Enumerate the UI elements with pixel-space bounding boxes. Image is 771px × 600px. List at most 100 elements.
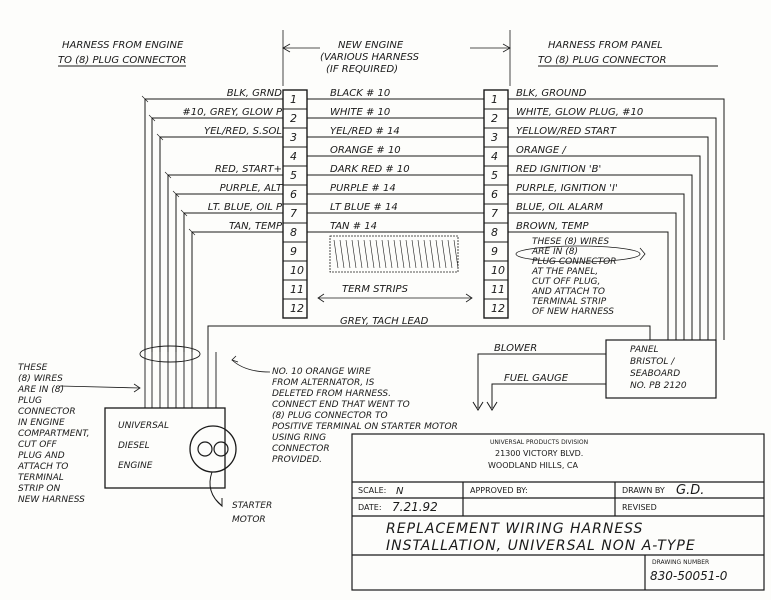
left-wire-label: LT. BLUE, OIL P	[208, 202, 283, 213]
terminal-number-left: 2	[290, 112, 297, 125]
right-wire-label: ORANGE /	[516, 145, 567, 156]
right-note-line: THESE (8) WIRES	[532, 237, 609, 247]
left-wire-corner	[156, 133, 164, 141]
term-strip-hatch	[429, 239, 435, 269]
middle-wire-label: LT BLUE # 14	[330, 202, 398, 213]
term-strip-hatch	[453, 239, 459, 269]
term-strips-label: TERM STRIPS	[342, 284, 409, 295]
panel-label-line: PANEL	[630, 345, 659, 355]
grey-tach-label: GREY, TACH LEAD	[340, 316, 429, 327]
right-wire-label: RED IGNITION 'B'	[516, 164, 601, 175]
terminal-number-left: 9	[290, 245, 297, 258]
scale-label: SCALE:	[358, 486, 386, 495]
terminal-number-left: 7	[290, 207, 297, 220]
terminal-number-left: 1	[290, 93, 297, 106]
left-wire-label: YEL/RED, S.SOL	[204, 126, 282, 137]
terminal-number-right: 5	[491, 169, 498, 182]
terminal-number-left: 6	[290, 188, 297, 201]
alternator-note-line: PROVIDED.	[272, 455, 322, 465]
left-wire-run	[191, 231, 283, 352]
right-wire-run	[508, 98, 725, 340]
left-note-line: NEW HARNESS	[18, 495, 85, 505]
header-middle: NEW ENGINE (VARIOUS HARNESS (IF REQUIRED…	[320, 40, 420, 75]
term-strip-hatch	[399, 239, 405, 269]
alternator-note-line: POSITIVE TERMINAL ON STARTER MOTOR	[272, 422, 458, 432]
terminal-number-right: 7	[491, 207, 498, 220]
alternator-note-line: CONNECT END THAT WENT TO	[272, 400, 410, 410]
company-small: UNIVERSAL PRODUCTS DIVISION	[490, 439, 588, 446]
header-left-line-2: TO (8) PLUG CONNECTOR	[58, 55, 186, 66]
left-note-line: ARE IN (8)	[17, 385, 64, 395]
wire-runs	[141, 95, 725, 352]
middle-wire-label: YEL/RED # 14	[330, 126, 400, 137]
terminal-number-right: 12	[491, 302, 505, 315]
engine-box	[104, 407, 226, 489]
fuel-gauge-wire: FUEL GAUGE	[486, 373, 606, 411]
terminal-number-right: 11	[491, 283, 505, 296]
scale-value: N	[396, 486, 404, 497]
middle-wire-label: TAN # 14	[330, 221, 377, 232]
panel-label-line: BRISTOL /	[630, 357, 675, 367]
right-note-line: AND ATTACH TO	[531, 287, 605, 297]
right-wire-run	[508, 136, 709, 340]
alternator-note-line: USING RING	[272, 433, 326, 443]
alternator-note-line: DELETED FROM HARNESS.	[272, 389, 391, 399]
starter-label-line: MOTOR	[232, 515, 266, 525]
terminal-strip-dividers	[283, 108, 508, 300]
term-strip-hatch	[393, 239, 399, 269]
left-note-line: PLUG	[18, 396, 42, 406]
drawn-by-label: DRAWN BY	[622, 486, 665, 495]
terminal-number-right: 2	[491, 112, 498, 125]
header-left-line-1: HARNESS FROM ENGINE	[62, 40, 184, 51]
right-note-line: ARE IN (8)	[531, 247, 578, 257]
term-strip-hatch	[345, 239, 351, 269]
right-wire-label: BLUE, OIL ALARM	[516, 202, 603, 213]
header-right: HARNESS FROM PANEL TO (8) PLUG CONNECTOR	[538, 40, 718, 67]
fuel-gauge-label: FUEL GAUGE	[504, 373, 569, 384]
right-wire-label: PURPLE, IGNITION 'I'	[516, 183, 618, 194]
terminal-number-left: 10	[290, 264, 304, 277]
left-note-line: ATTACH TO	[17, 462, 68, 472]
term-strip-hatch	[363, 239, 369, 269]
left-note-line: CONNECTOR	[18, 407, 76, 417]
left-wire-corner	[172, 190, 180, 198]
middle-wire-label: ORANGE # 10	[330, 145, 401, 156]
engine-wire-bundle	[139, 345, 217, 408]
middle-wire-label: DARK RED # 10	[330, 164, 410, 175]
blower-label: BLOWER	[494, 343, 537, 354]
alternator-note-line: NO. 10 ORANGE WIRE	[272, 367, 371, 377]
left-note-line: THESE	[18, 363, 48, 373]
left-note-line: (8) WIRES	[18, 374, 63, 384]
right-wire-label: BROWN, TEMP	[516, 221, 589, 232]
alternator-note-line: FROM ALTERNATOR, IS	[272, 378, 375, 388]
alternator-note-line: (8) PLUG CONNECTOR TO	[272, 411, 388, 421]
right-wire-run	[508, 212, 677, 340]
date-value: 7.21.92	[392, 500, 438, 514]
panel-label-line: SEABOARD	[630, 369, 680, 379]
term-strip-hatch	[381, 239, 387, 269]
left-note-line: CUT OFF	[18, 440, 57, 450]
starter-label-line: STARTER	[232, 501, 272, 511]
term-strip-hatch	[387, 239, 393, 269]
term-strip-hatch	[351, 239, 357, 269]
panel-box	[605, 339, 717, 399]
header-right-line-2: TO (8) PLUG CONNECTOR	[538, 55, 666, 66]
term-strip-hatch	[357, 239, 363, 269]
terminal-number-left: 3	[290, 131, 297, 144]
terminal-number-right: 10	[491, 264, 505, 277]
drawing-number: 830-50051-0	[650, 569, 728, 583]
term-strip-hatch	[417, 239, 423, 269]
engine-label-line: UNIVERSAL	[118, 421, 169, 431]
date-label: DATE:	[358, 503, 382, 512]
address-line-1: 21300 VICTORY BLVD.	[495, 449, 583, 458]
terminal-number-right: 4	[491, 150, 498, 163]
drawing-number-label: DRAWING NUMBER	[652, 559, 709, 566]
right-wire-label: YELLOW/RED START	[516, 126, 617, 137]
revised-label: REVISED	[622, 503, 657, 512]
right-wire-run	[508, 231, 669, 340]
term-strip-hatch	[405, 239, 411, 269]
panel-label-line: NO. PB 2120	[630, 381, 687, 391]
header-left: HARNESS FROM ENGINE TO (8) PLUG CONNECTO…	[58, 40, 186, 67]
